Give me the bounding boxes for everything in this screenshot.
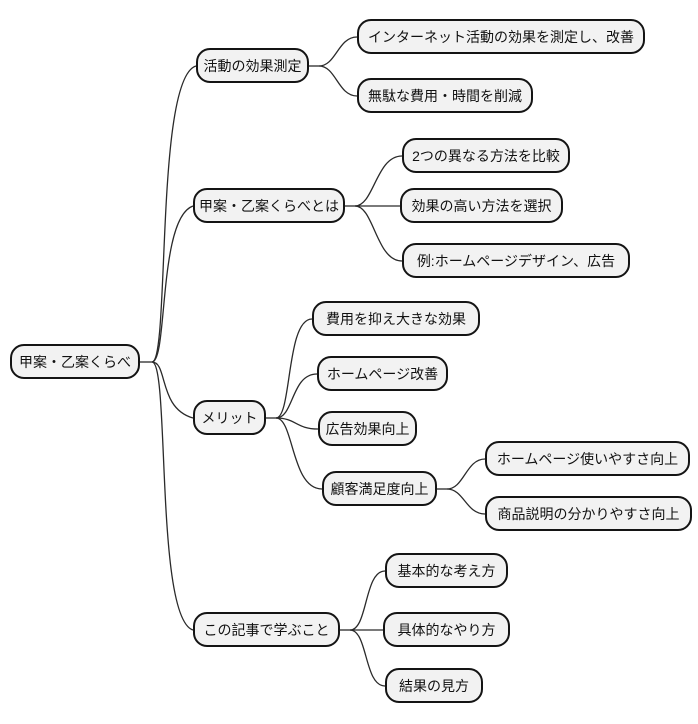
leaf-node-concrete-method: 具体的なやり方	[383, 612, 510, 647]
connector-b3-c3	[275, 417, 319, 430]
leaf-node-select-effective-method: 効果の高い方法を選択	[400, 188, 563, 223]
leaf-node-example-design-ads: 例:ホームページデザイン、広告	[402, 243, 630, 278]
branch-node-customer-satisfaction-up: 顧客満足度向上	[322, 471, 437, 506]
connector-b3-c4	[275, 417, 323, 490]
branch-node-effect-measurement: 活動の効果測定	[196, 48, 309, 83]
leaf-node-homepage-usability-up: ホームページ使いやすさ向上	[485, 441, 690, 476]
connector-root-branch2	[151, 205, 194, 363]
connector-root-branch1	[151, 65, 197, 363]
leaf-node-product-description-clarity-up: 商品説明の分かりやすさ向上	[485, 496, 692, 531]
leaf-node-ad-effect-up: 広告効果向上	[318, 411, 417, 446]
mindmap-root-node: 甲案・乙案くらべ	[10, 344, 140, 379]
connector-root-branch4	[151, 361, 194, 631]
connector-b4-c1	[349, 570, 386, 631]
connector-b4-c3	[349, 629, 386, 687]
connector-b3d-c1	[446, 458, 486, 490]
connector-b1-c2	[318, 65, 358, 97]
leaf-node-how-to-read-results: 結果の見方	[385, 668, 483, 703]
leaf-node-homepage-improvement: ホームページ改善	[317, 356, 448, 391]
connector-b1-c1	[318, 36, 358, 67]
leaf-node-reduce-waste: 無駄な費用・時間を削減	[357, 78, 533, 113]
leaf-node-big-effect-low-cost: 費用を抑え大きな効果	[312, 301, 480, 336]
branch-node-what-is-ab-compare: 甲案・乙案くらべとは	[193, 188, 345, 223]
leaf-node-basic-concept: 基本的な考え方	[385, 553, 508, 588]
connector-b2-c3	[354, 205, 403, 262]
connector-b3-c2	[275, 373, 318, 419]
connector-b3d-c2	[446, 488, 486, 515]
branch-node-merits: メリット	[193, 400, 266, 435]
connector-root-branch3	[151, 361, 194, 419]
leaf-node-measure-and-improve: インターネット活動の効果を測定し、改善	[357, 19, 645, 54]
connector-b3-c1	[275, 318, 313, 419]
leaf-node-compare-two-methods: 2つの異なる方法を比較	[402, 138, 570, 173]
connector-b2-c1	[354, 155, 403, 207]
branch-node-what-you-learn: この記事で学ぶこと	[193, 612, 340, 647]
